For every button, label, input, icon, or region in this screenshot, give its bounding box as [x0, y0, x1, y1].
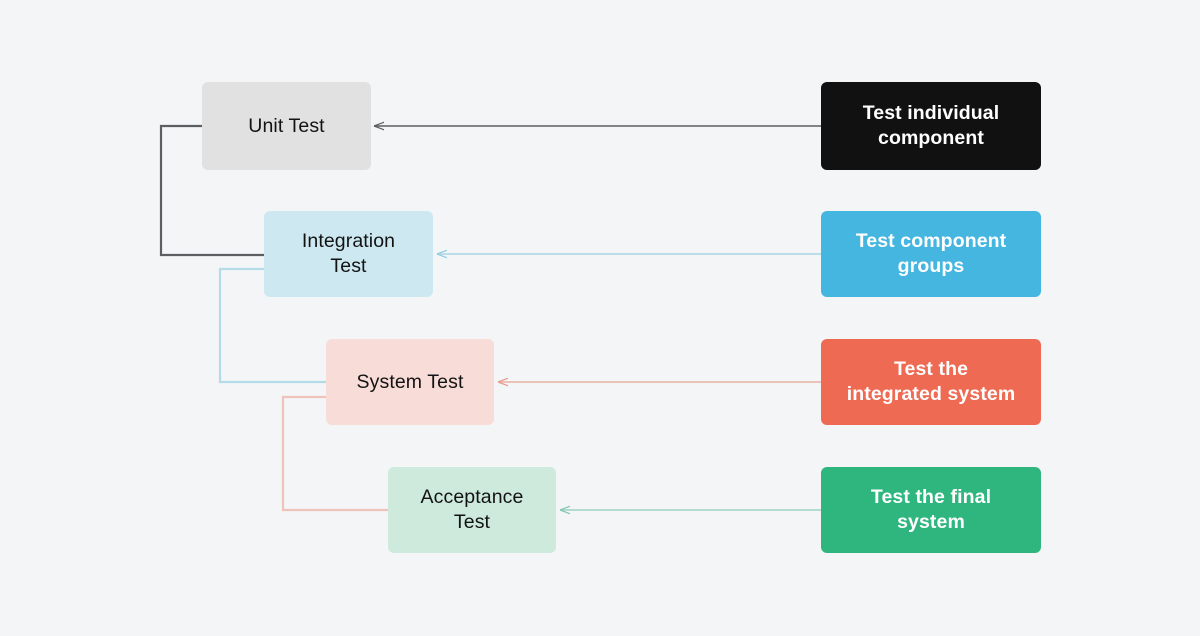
node-unit-test-label: Unit Test: [248, 114, 325, 137]
node-desc-unit-test[interactable]: Test individual component: [821, 82, 1041, 170]
node-acceptance-test-label: Acceptance Test: [420, 486, 524, 533]
node-desc-integration-test-label: Test component groups: [855, 230, 1007, 277]
node-desc-acceptance-test-label: Test the final system: [870, 486, 992, 533]
node-integration-test[interactable]: Integration Test: [264, 211, 433, 297]
node-desc-unit-test-label: Test individual component: [862, 102, 1000, 149]
node-desc-integration-test[interactable]: Test component groups: [821, 211, 1041, 297]
node-integration-test-label: Integration Test: [301, 230, 396, 277]
node-system-test[interactable]: System Test: [326, 339, 494, 425]
node-desc-acceptance-test[interactable]: Test the final system: [821, 467, 1041, 553]
node-system-test-label: System Test: [356, 370, 464, 393]
node-desc-system-test-label: Test the integrated system: [846, 358, 1016, 405]
node-acceptance-test[interactable]: Acceptance Test: [388, 467, 556, 553]
node-unit-test[interactable]: Unit Test: [202, 82, 371, 170]
node-desc-system-test[interactable]: Test the integrated system: [821, 339, 1041, 425]
